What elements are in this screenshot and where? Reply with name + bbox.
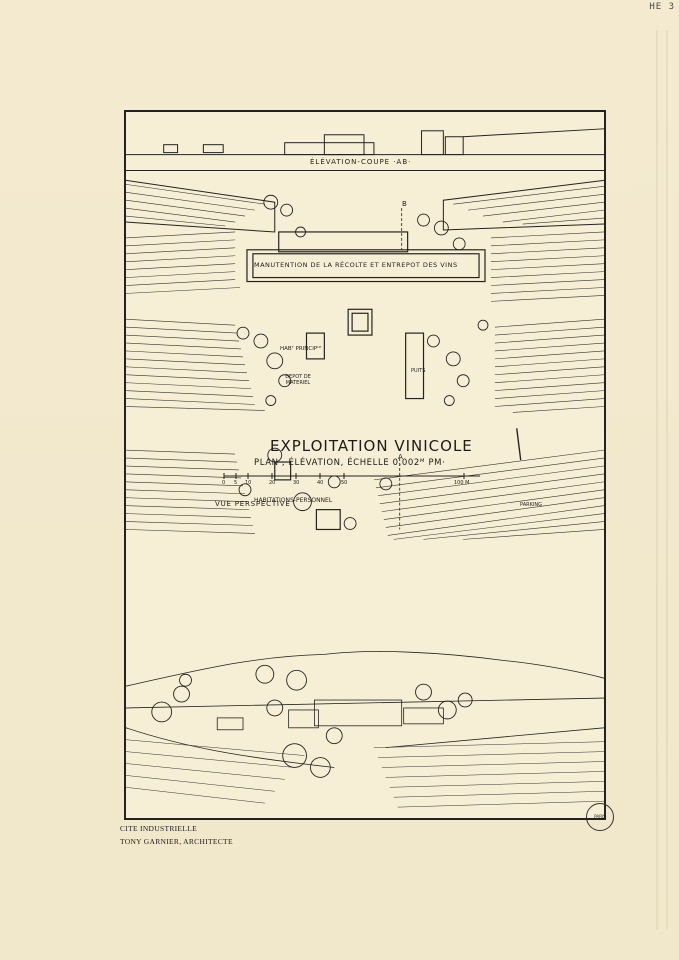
library-stamp: PARIS (586, 803, 614, 831)
architectural-plate: ÉLÉVATION-COUPE ·AB· B MANUTENTION DE LA… (124, 110, 606, 820)
scale-tick-20: 20 (269, 480, 276, 486)
scale-tick-10: 10 (245, 480, 252, 486)
section-b-marker: B (402, 200, 407, 208)
plate-subtitle: PLAN , ÉLÉVATION, ÉCHELLE 0,002ᴹ PM· (254, 458, 446, 468)
perspective-label: VUE PERSPECTIVE (215, 500, 291, 508)
scale-tick-50: 50 (341, 480, 348, 486)
plate-caption: CITE INDUSTRIELLE TONY GARNIER, ARCHITEC… (120, 822, 233, 848)
caption-line-1: CITE INDUSTRIELLE (120, 824, 197, 833)
scale-bar: 0 5 10 20 30 40 50 100 M (222, 470, 482, 490)
scale-tick-0: 0 (222, 480, 226, 486)
building-label: MANUTENTION DE LA RÉCOLTE ET ENTREPOT DE… (254, 261, 458, 269)
puits-label: PUITS (411, 368, 426, 374)
site-plan-drawing (126, 128, 604, 808)
parking-label: PARKING (520, 502, 542, 508)
depot-label: DEPOT DE MATERIEL (285, 374, 311, 386)
elevation-label: ÉLÉVATION-COUPE ·AB· (310, 158, 412, 166)
habitations-label: HABITATIONS-PERSONNEL (254, 497, 333, 504)
scale-tick-100: 100 M (454, 480, 470, 486)
caption-line-2: TONY GARNIER, ARCHITECTE (120, 837, 233, 846)
plate-title: EXPLOITATION VINICOLE (270, 437, 473, 455)
scale-tick-30: 30 (293, 480, 300, 486)
section-a-marker: A (398, 453, 403, 461)
side-watermark (656, 30, 668, 930)
scale-tick-40: 40 (317, 480, 324, 486)
scale-bar-graphic (223, 473, 480, 479)
scale-tick-5: 5 (234, 480, 238, 486)
catalog-mark: HE 3 (649, 2, 675, 12)
house-label: HABᵀ PRINCIPᴸᴱ (280, 346, 322, 352)
